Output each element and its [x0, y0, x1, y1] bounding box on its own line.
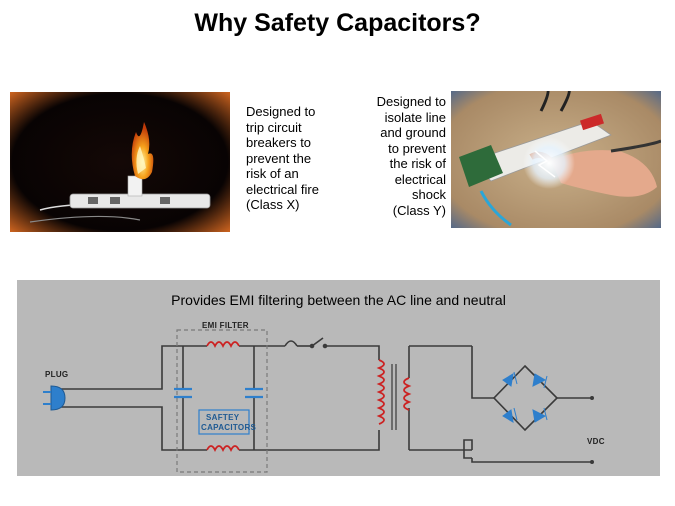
fire-photo: [10, 92, 230, 232]
caption-line: Designed to: [376, 94, 446, 109]
caption-line: risk of an: [246, 166, 299, 181]
caption-line: and ground: [380, 125, 446, 140]
safety-capacitors-box: [198, 409, 250, 435]
bridge-diodes: [502, 371, 548, 423]
caption-line: Designed to: [246, 104, 316, 119]
transformer-secondary: [403, 377, 412, 411]
caption-line: prevent the: [246, 150, 312, 166]
safety-capacitors-label-1: SAFTEY: [206, 413, 240, 422]
caption-line: electrical: [394, 171, 446, 187]
schematic-caption: Provides EMI filtering between the AC li…: [171, 292, 506, 308]
plug-icon: [43, 385, 66, 411]
fuse-symbol: [284, 340, 298, 347]
caption-line: isolate line: [384, 109, 446, 125]
output-terminal-negative: [590, 460, 594, 464]
caption-line: to prevent: [388, 140, 446, 156]
fire-image: [10, 92, 230, 232]
switch-symbol: [309, 337, 328, 349]
class-y-caption: Designed to isolate line and ground to p…: [356, 94, 446, 218]
caption-line: trip circuit: [246, 119, 302, 135]
caption-line: the risk of: [389, 156, 446, 171]
caption-line: (Class Y): [392, 202, 446, 218]
shock-photo: [451, 91, 661, 228]
emi-filter-box: [176, 329, 268, 473]
caption-line: shock: [412, 187, 446, 202]
plug-label: PLUG: [45, 370, 69, 379]
emi-schematic-panel: Provides EMI filtering between the AC li…: [17, 280, 660, 476]
output-terminal-positive: [590, 396, 594, 400]
circuit-wires: [59, 345, 592, 463]
caption-line: electrical fire: [246, 181, 319, 197]
emi-filter-label: EMI FILTER: [202, 321, 249, 330]
class-x-caption: Designed to trip circuit breakers to pre…: [246, 104, 356, 213]
shock-image: [451, 91, 661, 228]
inductor-coils: [206, 341, 385, 453]
caption-line: breakers to: [246, 135, 312, 150]
capacitors: [174, 387, 263, 399]
transformer-core: [391, 364, 397, 430]
vdc-label: VDC: [587, 437, 605, 446]
safety-capacitors-label-2: CAPACITORS: [201, 423, 257, 432]
caption-line: (Class X): [246, 197, 300, 212]
slide-title: Why Safety Capacitors?: [194, 9, 481, 37]
circuit-diagram: [43, 329, 594, 473]
